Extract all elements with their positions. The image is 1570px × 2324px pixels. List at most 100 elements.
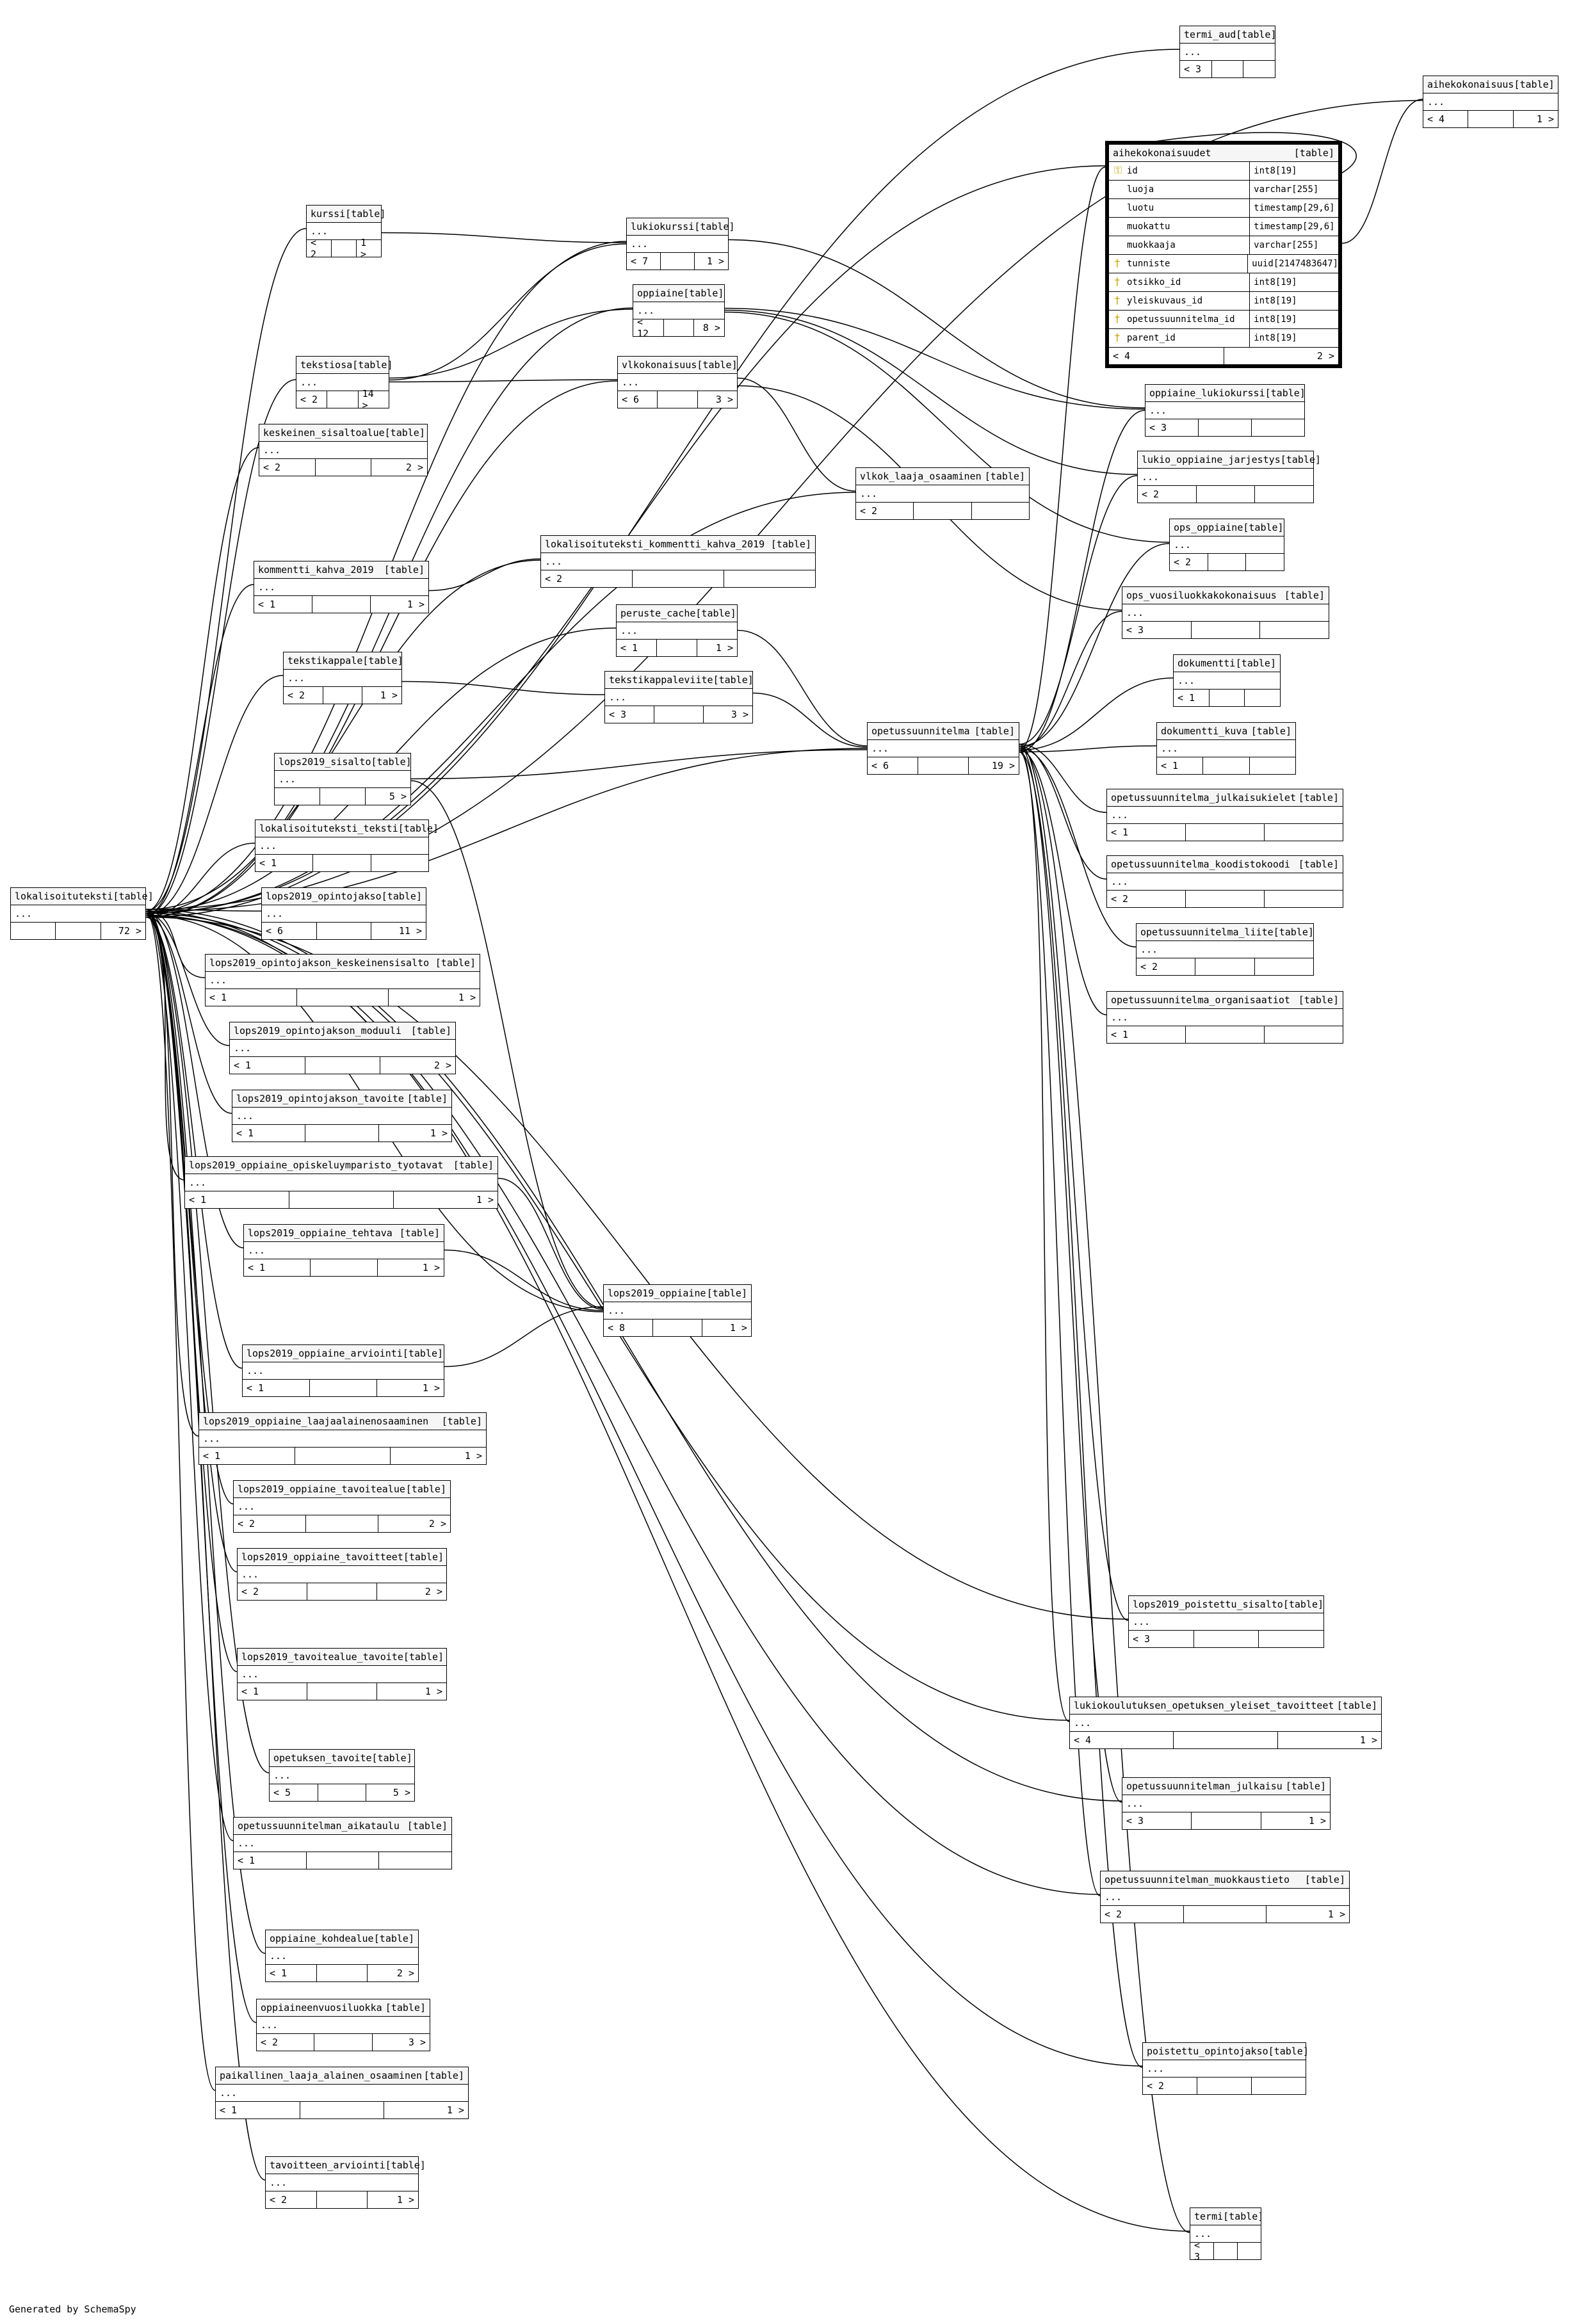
table-columns-collapsed[interactable]: ... (1143, 2060, 1306, 2078)
table-columns-collapsed[interactable]: ... (1423, 93, 1558, 111)
table-columns-collapsed[interactable]: ... (238, 1666, 446, 1683)
table-lukiokoulutuksen-opetuksen-yleiset-tavoitteet[interactable]: lukiokoulutuksen_opetuksen_yleiset_tavoi… (1069, 1697, 1382, 1749)
table-columns-collapsed[interactable]: ... (243, 1362, 444, 1380)
table-columns-collapsed[interactable]: ... (230, 1040, 455, 1057)
table-oppiaine-lukiokurssi[interactable]: oppiaine_lukiokurssi[table]...< 3 (1145, 384, 1306, 437)
table-columns-collapsed[interactable]: ... (617, 622, 737, 640)
table-columns-collapsed[interactable]: ... (868, 740, 1019, 757)
table-columns-collapsed[interactable]: ... (1070, 1715, 1381, 1732)
table-opetussuunnitelman-muokkaustieto[interactable]: opetussuunnitelman_muokkaustieto[table].… (1100, 1871, 1350, 1923)
table-ops-oppiaine[interactable]: ops_oppiaine[table]...< 2 (1169, 519, 1284, 571)
table-columns-collapsed[interactable]: ... (307, 223, 381, 240)
table-opetussuunnitelman-julkaisu[interactable]: opetussuunnitelman_julkaisu[table]...< 3… (1122, 1777, 1331, 1830)
table-termi-aud[interactable]: termi_aud[table]...< 3 (1179, 26, 1277, 78)
table-columns-collapsed[interactable]: ... (1174, 672, 1280, 690)
table-columns-collapsed[interactable]: ... (1157, 740, 1295, 757)
table-columns-collapsed[interactable]: ... (604, 1302, 751, 1319)
table-lokalisoituteksti-kommentti-kahva-2019[interactable]: lokalisoituteksti_kommentti_kahva_2019[t… (540, 535, 816, 588)
table-opetussuunnitelma-organisaatiot[interactable]: opetussuunnitelma_organisaatiot[table]..… (1106, 991, 1343, 1044)
table-columns-collapsed[interactable]: ... (1107, 873, 1343, 891)
table-columns-collapsed[interactable]: ... (1129, 1613, 1323, 1631)
table-columns-collapsed[interactable]: ... (1180, 44, 1275, 61)
table-columns-collapsed[interactable]: ... (541, 553, 815, 570)
table-opetussuunnitelma-julkaisukielet[interactable]: opetussuunnitelma_julkaisukielet[table].… (1106, 789, 1343, 841)
table-lops2019-tavoitealue-tavoite[interactable]: lops2019_tavoitealue_tavoite[table]...< … (237, 1648, 447, 1700)
table-termi[interactable]: termi[table]...< 3 (1190, 2207, 1263, 2263)
table-columns-collapsed[interactable]: ... (627, 236, 728, 253)
table-lops2019-oppiaine-tavoitteet[interactable]: lops2019_oppiaine_tavoitteet[table]...< … (237, 1548, 447, 1601)
table-columns-collapsed[interactable]: ... (199, 1430, 486, 1448)
table-columns-collapsed[interactable]: ... (1122, 604, 1329, 622)
table-lops2019-oppiaine-tavoitealue[interactable]: lops2019_oppiaine_tavoitealue[table]...<… (233, 1480, 451, 1533)
table-lops2019-opintojakson-moduuli[interactable]: lops2019_opintojakson_moduuli[table]...<… (229, 1022, 456, 1074)
table-opetussuunnitelma-koodistokoodi[interactable]: opetussuunnitelma_koodistokoodi[table]..… (1106, 855, 1343, 908)
table-columns-collapsed[interactable]: ... (11, 905, 145, 923)
table-columns-collapsed[interactable]: ... (255, 837, 428, 855)
table-lukio-oppiaine-jarjestys[interactable]: lukio_oppiaine_jarjestys[table]...< 2 (1137, 451, 1321, 503)
table-columns-collapsed[interactable]: ... (1145, 402, 1304, 419)
table-columns-collapsed[interactable]: ... (216, 2085, 468, 2102)
table-columns-collapsed[interactable]: ... (1170, 537, 1284, 554)
table-lops2019-poistettu-sisalto[interactable]: lops2019_poistettu_sisalto[table]...< 3 (1128, 1595, 1324, 1648)
table-columns-collapsed[interactable]: ... (232, 1108, 451, 1125)
table-columns-collapsed[interactable]: ... (234, 1835, 451, 1852)
table-columns-collapsed[interactable]: ... (1122, 1795, 1330, 1812)
table-columns-collapsed[interactable]: ... (259, 442, 427, 459)
table-columns-collapsed[interactable]: ... (206, 972, 480, 989)
table-columns-collapsed[interactable]: ... (605, 689, 752, 706)
table-columns-collapsed[interactable]: ... (185, 1174, 498, 1191)
table-columns-collapsed[interactable]: ... (1101, 1889, 1349, 1906)
table-lops2019-oppiaine-arviointi[interactable]: lops2019_oppiaine_arviointi[table]...< 1… (242, 1344, 444, 1397)
table-lokalisoituteksti-teksti[interactable]: lokalisoituteksti_teksti[table]...< 1 (255, 819, 439, 872)
table-columns-collapsed[interactable]: ... (284, 670, 401, 687)
table-lops2019-opintojakson-keskeinensisalto[interactable]: lops2019_opintojakson_keskeinensisalto[t… (205, 954, 480, 1006)
table-lops2019-opintojakson-tavoite[interactable]: lops2019_opintojakson_tavoite[table]...<… (232, 1090, 452, 1142)
table-columns-collapsed[interactable]: ... (296, 374, 389, 391)
table-columns-collapsed[interactable]: ... (257, 2017, 430, 2034)
table-dokumentti-kuva[interactable]: dokumentti_kuva[table]...< 1 (1156, 722, 1296, 775)
table-vlkok-laaja-osaaminen[interactable]: vlkok_laaja_osaaminen[table]...< 2 (855, 467, 1030, 520)
table-ops-vuosiluokkakokonaisuus[interactable]: ops_vuosiluokkakokonaisuus[table]...< 3 (1122, 586, 1329, 639)
table-opetussuunnitelma-liite[interactable]: opetussuunnitelma_liite[table]...< 2 (1136, 923, 1314, 976)
table-columns-collapsed[interactable]: ... (244, 1242, 444, 1259)
table-lokalisoituteksti[interactable]: lokalisoituteksti[table]...72 > (10, 887, 154, 940)
table-columns-collapsed[interactable]: ... (1107, 807, 1343, 824)
table-columns-collapsed[interactable]: ... (618, 374, 737, 391)
table-columns-collapsed[interactable]: ... (238, 1566, 446, 1583)
table-columns-collapsed[interactable]: ... (633, 302, 724, 319)
table-poistettu-opintojakso[interactable]: poistettu_opintojakso[table]...< 2 (1142, 2042, 1309, 2095)
table-columns-collapsed[interactable]: ... (266, 1948, 418, 1965)
table-columns-collapsed[interactable]: ... (856, 485, 1029, 503)
table-columns-collapsed[interactable]: ... (1107, 1009, 1343, 1026)
table-opetussuunnitelman-aikataulu[interactable]: opetussuunnitelman_aikataulu[table]...< … (233, 1817, 452, 1869)
table-paikallinen-laaja-alainen-osaaminen[interactable]: paikallinen_laaja_alainen_osaaminen[tabl… (215, 2067, 469, 2119)
